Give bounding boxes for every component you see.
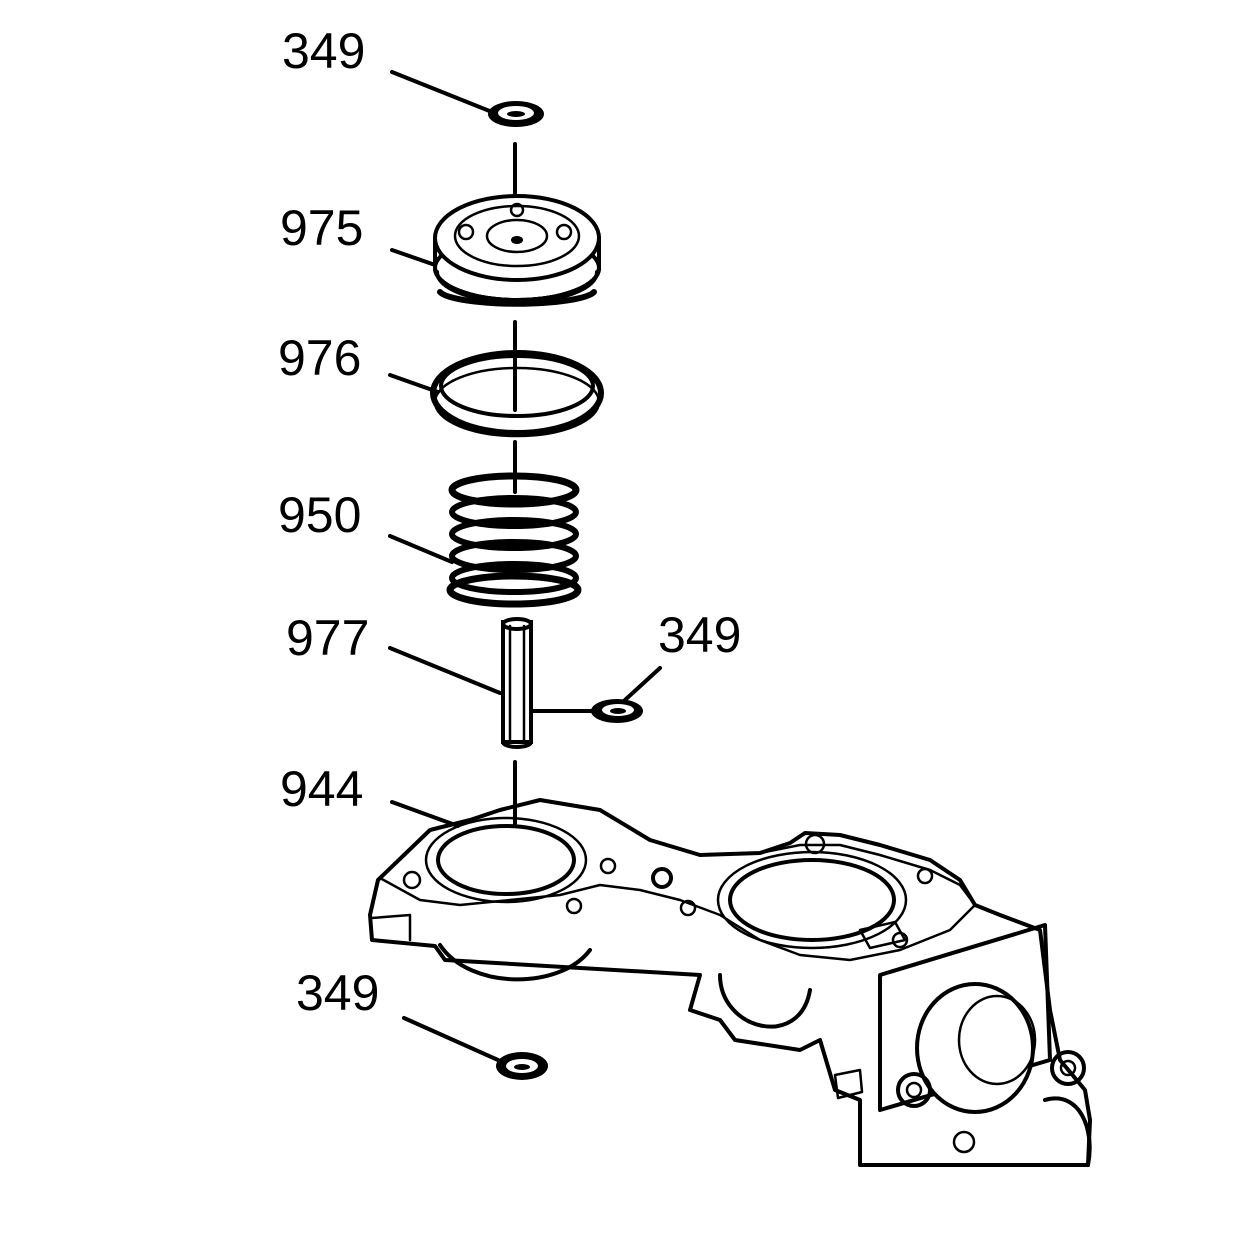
washer-349-bottom <box>496 1052 548 1080</box>
leader-349-side <box>623 666 662 702</box>
leader-lines <box>388 70 662 1062</box>
callout-349-side: 349 <box>658 607 741 663</box>
callout-349-bottom: 349 <box>296 965 379 1021</box>
leader-349-top <box>390 70 494 114</box>
leader-349-bottom <box>402 1016 500 1062</box>
callout-977: 977 <box>286 610 369 666</box>
leader-944 <box>390 800 460 828</box>
leader-950 <box>388 534 454 564</box>
callout-975: 975 <box>280 200 363 256</box>
callout-349-top: 349 <box>282 23 365 79</box>
leader-975 <box>390 248 440 268</box>
spring-950 <box>446 472 582 608</box>
leader-977 <box>388 646 502 695</box>
housing-and-gasket-944 <box>368 798 1092 1167</box>
callout-976: 976 <box>278 330 361 386</box>
washer-349-side <box>591 699 643 723</box>
callout-944: 944 <box>280 761 363 817</box>
pin-977 <box>501 617 533 749</box>
cover-975 <box>433 194 601 307</box>
leader-976 <box>388 373 440 394</box>
seal-ring-976 <box>430 350 604 438</box>
washer-349-top <box>488 101 544 127</box>
callout-950: 950 <box>278 487 361 543</box>
